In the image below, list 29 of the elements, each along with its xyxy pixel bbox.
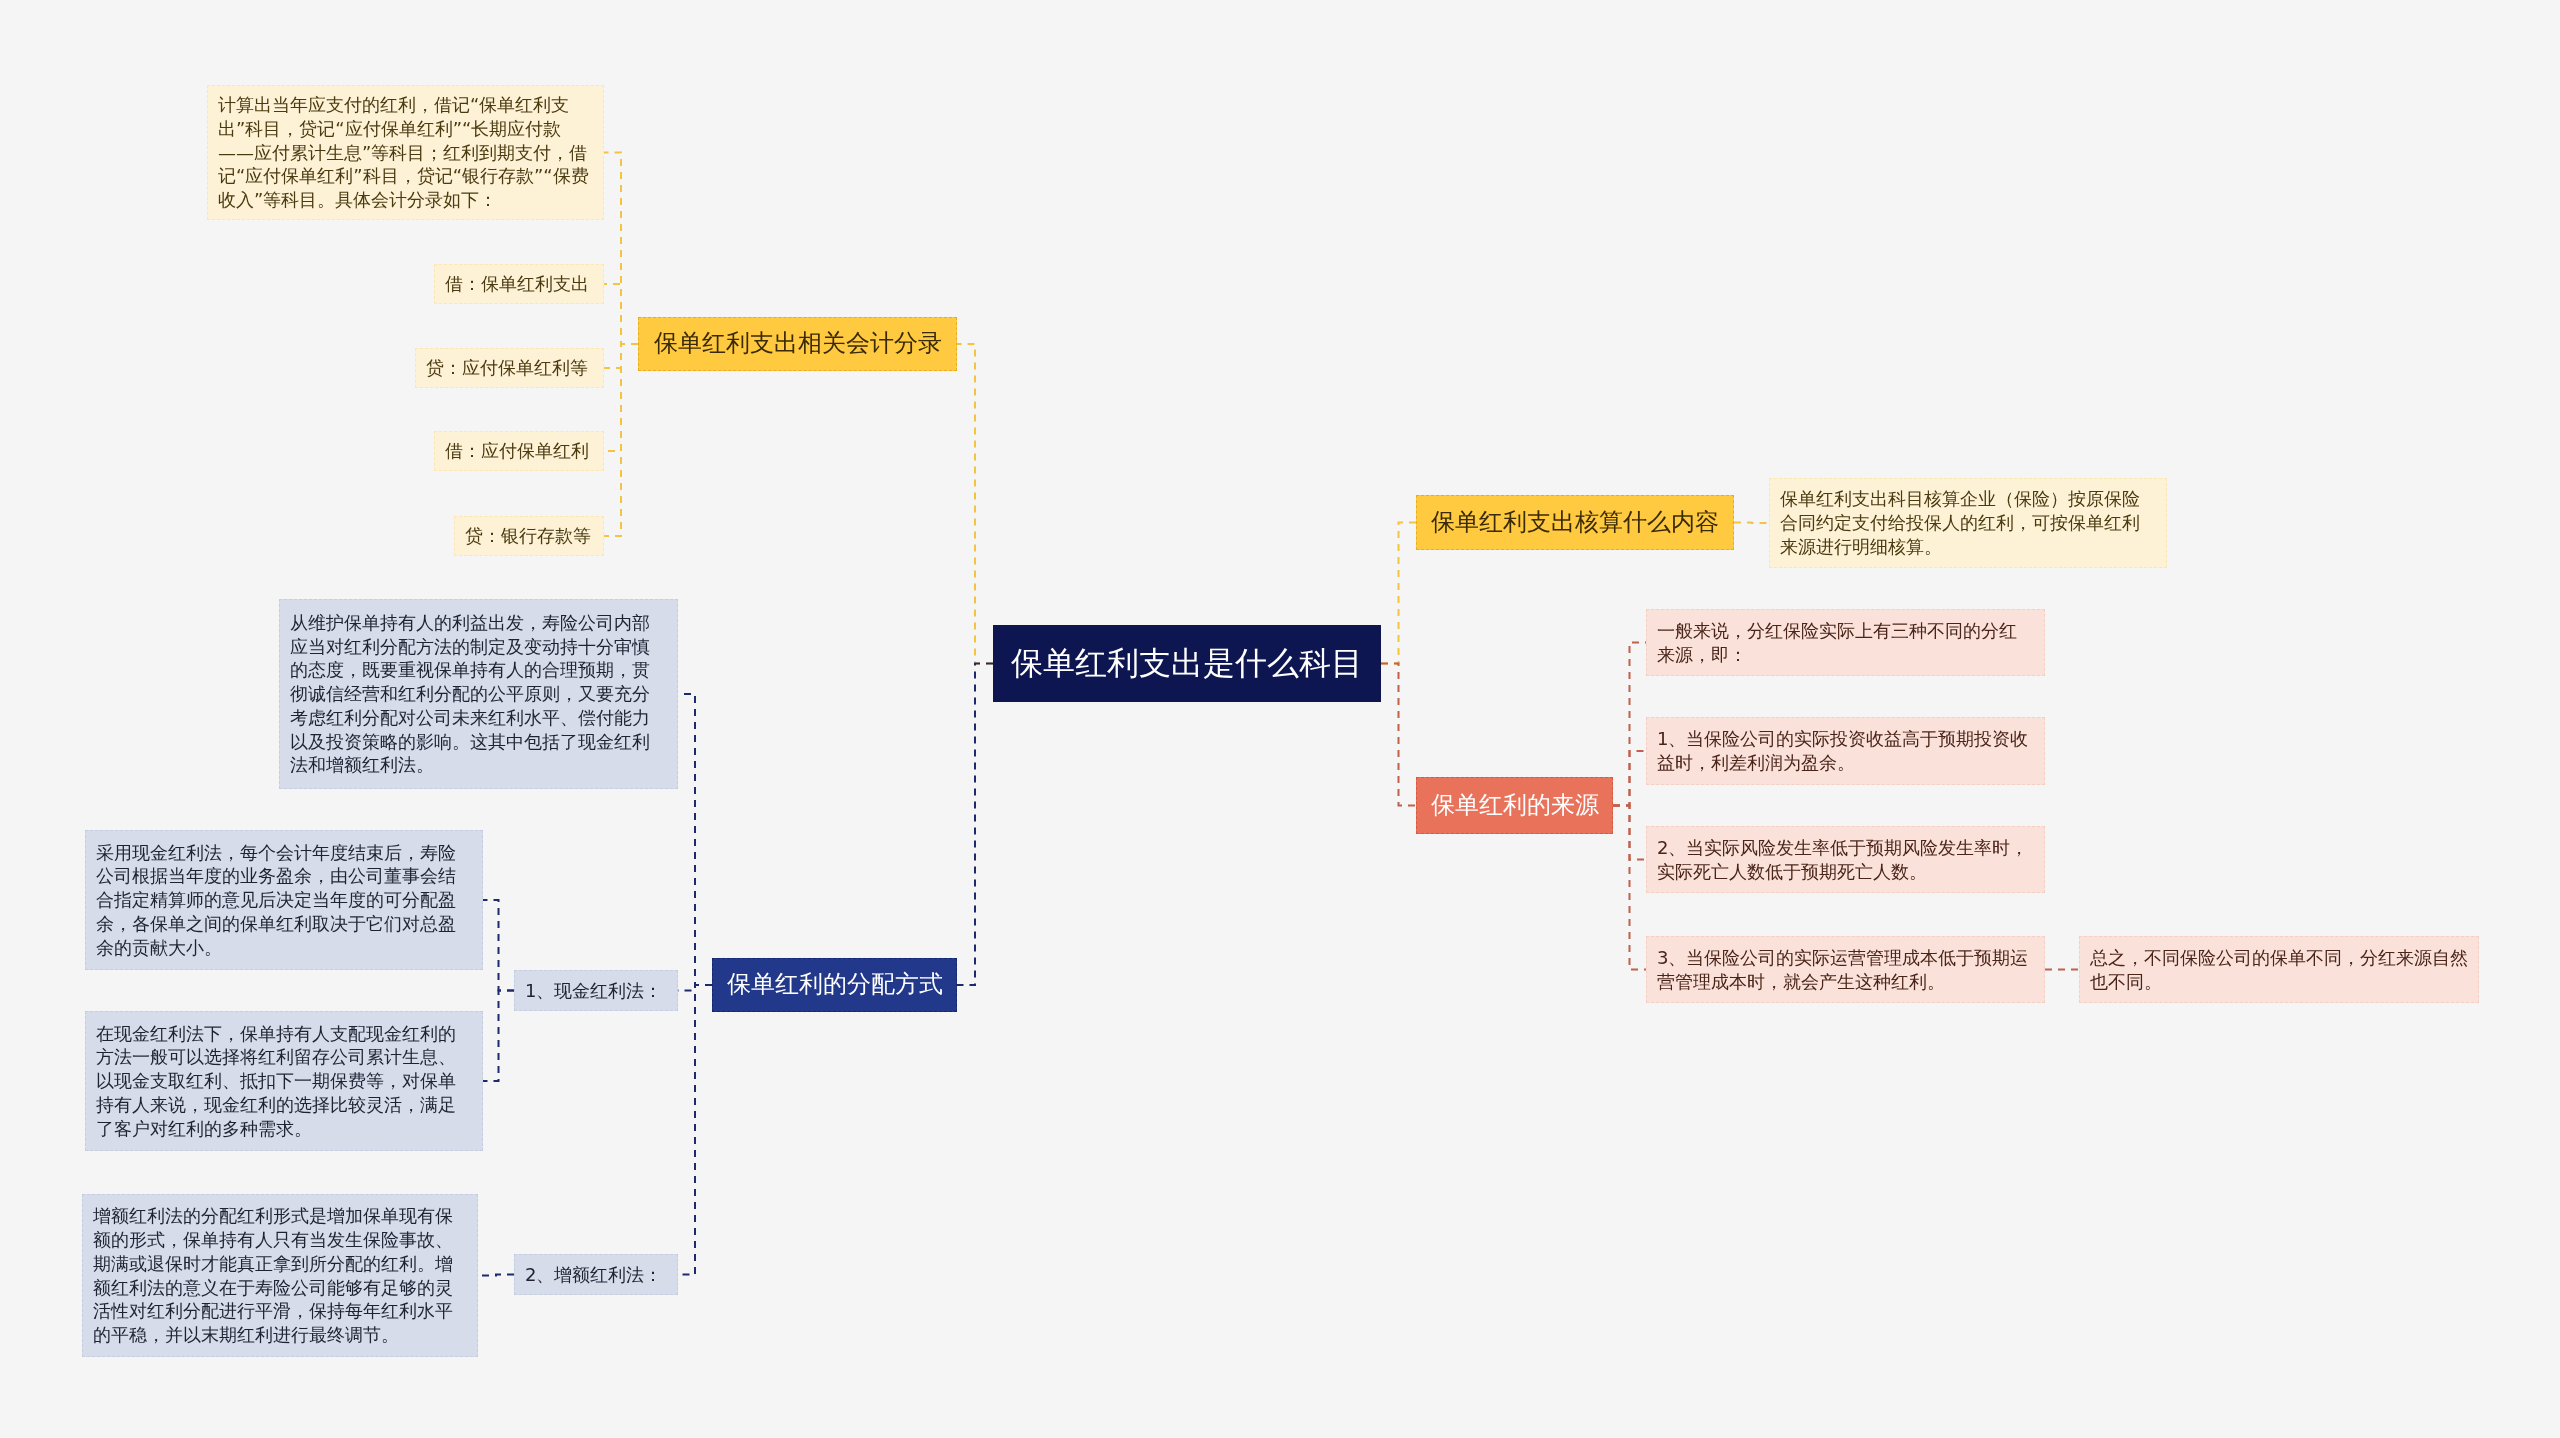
note-box: 贷：应付保单红利等 [415,348,604,388]
note-box: 3、当保险公司的实际运营管理成本低于预期运营管理成本时，就会产生这种红利。 [1646,936,2045,1003]
note-box: 保单红利支出科目核算企业（保险）按原保险合同约定支付给投保人的红利，可按保单红利来源进行明细核算。 [1769,478,2167,568]
central-topic-box: 保单红利支出是什么科目 [993,625,1381,702]
note-box: 1、现金红利法： [514,970,678,1011]
topic-box: 保单红利的分配方式 [712,958,957,1012]
note-box: 采用现金红利法，每个会计年度结束后，寿险公司根据当年度的业务盈余，由公司董事会结合指定精算师的意见后决定当年度的可分配盈余，各保单之间的保单红利取决于它们对总盈余的贡献大小。 [85,830,483,970]
connector-line [1612,804,1647,971]
note-box: 2、当实际风险发生率低于预期风险发生率时，实际死亡人数低于预期死亡人数。 [1646,826,2045,893]
note-box: 贷：银行存款等 [454,516,604,556]
connector-line [1380,662,1417,807]
note-box: 计算出当年应支付的红利，借记“保单红利支出”科目，贷记“应付保单红利”“长期应付款——应付累计生息”等科目；红利到期支付，借记“应付保单红利”科目，贷记“银行存款”“保费收入”等科目。具体会计分录如下： [207,85,604,220]
connector-line [482,989,515,1082]
note-box: 1、当保险公司的实际投资收益高于预期投资收益时，利差利润为盈余。 [1646,717,2045,785]
topic-box: 保单红利的来源 [1416,777,1613,834]
note-box: 总之，不同保险公司的保单不同，分红来源自然也不同。 [2079,936,2479,1003]
note-box: 一般来说，分红保险实际上有三种不同的分红来源，即： [1646,609,2045,676]
connector-line [956,662,994,986]
note-box: 增额红利法的分配红利形式是增加保单现有保额的形式，保单持有人只有当发生保险事故、期满或退保时才能真正拿到所分配的红利。增额红利法的意义在于寿险公司能够有足够的灵活性对红利分配进行平滑，保持每年红利水平的平稳，并以末期红利进行最终调节。 [82,1194,478,1357]
note-box: 借：保单红利支出 [434,264,604,304]
topic-box: 保单红利支出相关会计分录 [638,317,957,371]
connector-line [603,343,639,537]
connector-line [2044,968,2080,971]
note-box: 在现金红利法下，保单持有人支配现金红利的方法一般可以选择将红利留存公司累计生息、以现金支取红利、抵扣下一期保费等，对保单持有人来说，现金红利的选择比较灵活，满足了客户对红利的多种需求。 [85,1011,483,1151]
topic-box: 保单红利支出核算什么内容 [1416,495,1734,550]
note-box: 2、增额红利法： [514,1254,678,1295]
connector-line [1733,521,1770,524]
note-box: 借：应付保单红利 [434,431,604,471]
note-box: 从维护保单持有人的利益出发，寿险公司内部应当对红利分配方法的制定及变动持十分审慎的态度，既要重视保单持有人的合理预期，贯彻诚信经营和红利分配的公平原则，又要充分考虑红利分配对公司未来红利水平、偿付能力以及投资策略的影响。这其中包括了现金红利法和增额红利法。 [279,599,678,789]
